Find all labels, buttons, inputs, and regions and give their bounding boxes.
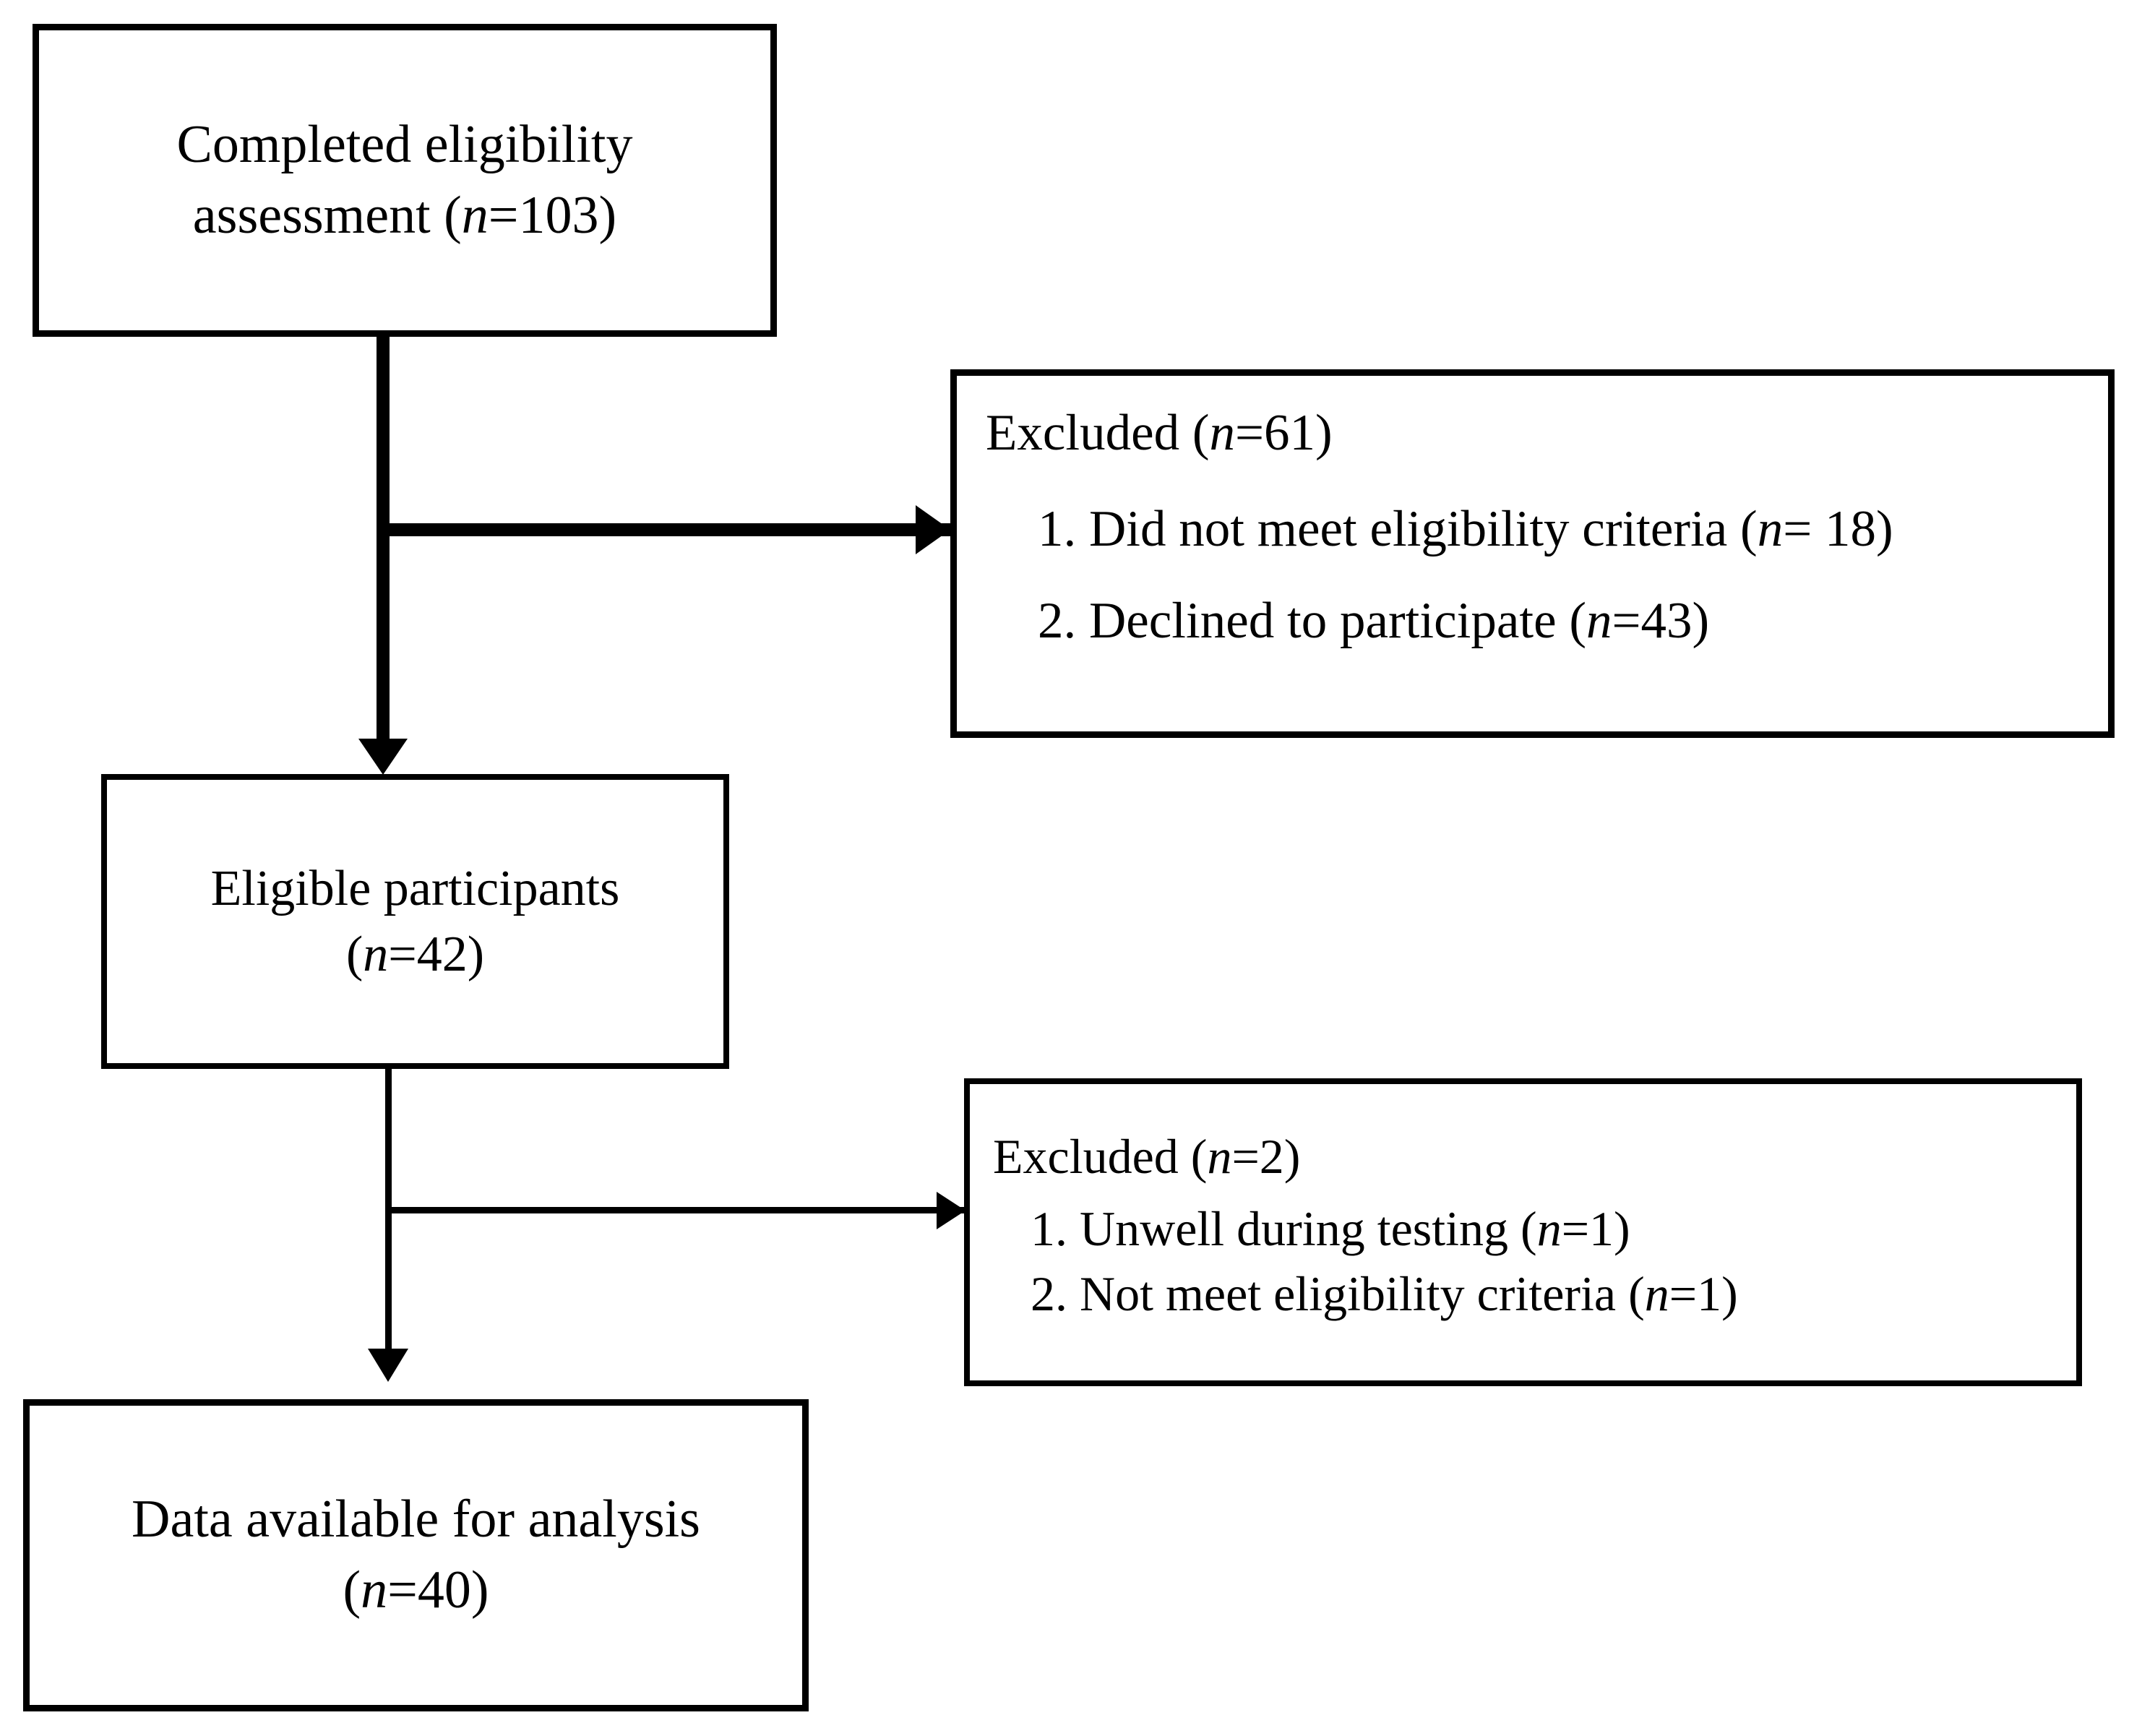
- excluded-first-item-1-text: Did not meet eligibility criteria (: [1089, 501, 1758, 557]
- connector-eligible-vertical: [385, 1069, 392, 1358]
- node-data-available-for-analysis: Data available for analysis (n=40): [23, 1399, 809, 1711]
- n-symbol: n: [1644, 1266, 1669, 1321]
- excluded-first-heading-suffix: =61): [1235, 405, 1333, 461]
- excluded-first-item-2-text: Declined to participate (: [1089, 593, 1586, 649]
- node-completed-line-2: assessment (n=103): [193, 181, 616, 252]
- node-eligible-participants: Eligible participants (n=42): [101, 774, 729, 1069]
- arrowhead-right-to-excluded-2: [937, 1192, 965, 1229]
- arrowhead-down-to-analysis: [368, 1349, 408, 1382]
- excluded-first-item-1: 1. Did not meet eligibility criteria (n=…: [986, 504, 2108, 555]
- n-symbol: n: [1586, 593, 1612, 649]
- node-analysis-line-2: (n=40): [343, 1555, 489, 1626]
- excluded-second-heading: Excluded (n=2): [993, 1132, 2076, 1181]
- node-completed-line-1: Completed eligibility: [176, 114, 633, 174]
- n-symbol: n: [363, 927, 389, 982]
- excluded-first-item-1-number: 1.: [1038, 501, 1077, 557]
- excluded-second-item-1-number: 1.: [1031, 1201, 1067, 1256]
- excluded-second-item-2-suffix: =1): [1669, 1266, 1738, 1321]
- excluded-first-item-2-suffix: =43): [1612, 593, 1710, 649]
- excluded-second-heading-prefix: Excluded (: [993, 1129, 1208, 1184]
- node-eligible-line-1: Eligible participants: [210, 861, 620, 916]
- excluded-first-item-2: 2. Declined to participate (n=43): [986, 596, 2108, 647]
- arrowhead-right-to-excluded-1: [916, 505, 950, 554]
- node-excluded-second: Excluded (n=2) 1. Unwell during testing …: [964, 1078, 2082, 1386]
- n-symbol: n: [1207, 1129, 1232, 1184]
- connector-eligible-to-excluded-2-horizontal: [385, 1207, 967, 1213]
- excluded-first-item-2-number: 2.: [1038, 593, 1077, 649]
- n-symbol: n: [461, 185, 489, 245]
- excluded-first-heading-prefix: Excluded (: [986, 405, 1210, 461]
- excluded-second-heading-suffix: =2): [1231, 1129, 1301, 1184]
- excluded-second-item-2-number: 2.: [1031, 1266, 1067, 1321]
- n-symbol: n: [361, 1560, 388, 1620]
- connector-completed-to-excluded-1-horizontal: [377, 523, 952, 536]
- excluded-first-item-1-suffix: = 18): [1783, 501, 1893, 557]
- node-analysis-line2-prefix: (: [343, 1560, 361, 1620]
- excluded-second-item-2: 2. Not meet eligibility criteria (n=1): [993, 1269, 2076, 1318]
- excluded-second-item-2-text: Not meet eligibility criteria (: [1080, 1266, 1645, 1321]
- node-analysis-line2-suffix: =40): [387, 1560, 489, 1620]
- n-symbol: n: [1209, 405, 1236, 461]
- node-completed-line2-suffix: =103): [488, 185, 617, 245]
- node-eligible-line2-suffix: =42): [388, 927, 485, 982]
- node-analysis-line-1: Data available for analysis: [132, 1490, 700, 1550]
- n-symbol: n: [1536, 1201, 1562, 1256]
- excluded-first-heading: Excluded (n=61): [986, 408, 2108, 459]
- connector-completed-vertical: [377, 337, 390, 749]
- node-eligible-line2-prefix: (: [345, 927, 364, 982]
- arrowhead-down-to-eligible: [358, 739, 408, 775]
- node-completed-line2-prefix: assessment (: [192, 185, 462, 245]
- excluded-second-item-1-text: Unwell during testing (: [1080, 1201, 1537, 1256]
- excluded-second-item-1-suffix: =1): [1561, 1201, 1630, 1256]
- node-eligible-line-2: (n=42): [346, 921, 484, 987]
- excluded-second-item-1: 1. Unwell during testing (n=1): [993, 1204, 2076, 1253]
- n-symbol: n: [1757, 501, 1784, 557]
- node-excluded-first: Excluded (n=61) 1. Did not meet eligibil…: [950, 369, 2115, 738]
- node-completed-eligibility-assessment: Completed eligibility assessment (n=103): [33, 24, 777, 337]
